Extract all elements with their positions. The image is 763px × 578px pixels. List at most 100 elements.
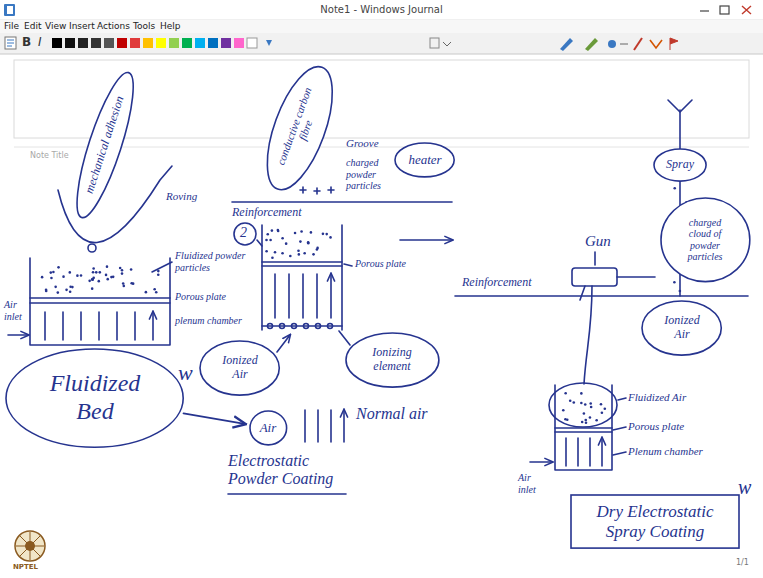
toolbar [7,40,14,46]
powder-particles [69,285,72,288]
circled-note: Air [249,410,288,446]
node-text-group: Ionizing element [363,346,421,374]
toolbar [143,38,153,48]
toolbar [620,44,628,45]
fluidized-bed-sketch [152,262,172,272]
nptel-logo [15,531,45,561]
powder-particles [45,290,48,293]
powder-particles [92,277,95,280]
powder-particles [266,233,269,236]
powder-particles [112,276,115,279]
toolbar [104,38,114,48]
node-text: Spray [666,158,694,172]
powder-particles [300,230,303,233]
powder-particles [80,274,83,277]
toolbar [634,38,642,50]
powder-particles [65,289,68,292]
powder-particles [95,271,98,274]
powder-particles [121,272,124,275]
spray-coating-sketch [566,438,602,466]
circled-note: Fluidized Bed [5,348,184,448]
node-text: Ionized Air [216,354,264,382]
toolbar [247,38,257,48]
circle-outline [250,411,287,445]
node-text: Air [260,421,277,436]
powder-particles [106,278,109,281]
circle-outline [654,149,706,181]
ui-text: Help [160,21,181,31]
circle-outline [6,349,183,447]
toolbar [430,38,439,48]
ui-text: View [45,21,66,31]
electrostatic-powder-sketch [277,335,290,352]
powder-particles [585,421,588,424]
toolbar [0,54,763,55]
toolbar [156,38,166,48]
toolbar [91,38,101,48]
handwritten-label: Reinforcement [232,206,302,220]
powder-particles [88,280,91,283]
handwritten-label: Porous plate [355,258,406,270]
powder-particles [274,251,277,254]
electrostatic-powder-sketch [316,324,321,329]
spray-coating-sketch [613,398,626,455]
circle-outline [661,198,750,282]
powder-particles [54,286,57,289]
handwritten-label: 2 [240,225,247,241]
powder-particles [92,267,95,270]
electrostatic-powder-sketch [232,201,452,203]
powder-particles [312,253,315,256]
powder-particles [600,403,603,406]
powder-particles [589,416,592,419]
title-bar [742,6,751,14]
handwritten-label: w [738,476,751,499]
toolbar [5,37,16,49]
toolbar [78,38,88,48]
powder-particles [99,271,102,274]
powder-particles [122,282,125,285]
powder-particles [299,240,302,243]
window-title: Note1 - Windows Journal [0,4,763,16]
electrostatic-powder-sketch [228,187,452,494]
fluidized-bed-sketch [8,334,28,336]
node-text-group: Spray [666,158,694,172]
powder-particles [69,291,72,294]
powder-particles [271,256,274,259]
powder-particles [57,266,60,269]
toolbar [266,40,272,46]
powder-particles [92,271,95,274]
circled-note: Ionized Air [641,300,722,356]
ui-text: Tools [133,21,155,31]
electrostatic-powder-sketch [262,262,342,266]
powder-particles [157,273,160,276]
electrostatic-powder-sketch [268,324,273,329]
powder-particles [145,291,148,294]
handwritten-label: Porous plate [175,291,226,303]
toolbar [195,38,205,48]
powder-particles [325,233,328,236]
powder-particles [673,281,676,284]
powder-particles [583,412,586,415]
powder-particles [303,252,306,255]
powder-particles [119,267,122,270]
menu-bar [0,20,763,33]
toolbar [169,38,179,48]
electrostatic-powder-sketch [304,324,309,329]
powder-particles [97,280,100,283]
powder-particles [322,233,325,236]
powder-particles [285,242,288,245]
title-bar [700,10,709,11]
fluidized-bed-sketch [58,166,172,243]
electrostatic-powder-sketch [300,187,334,194]
ui-text: File [4,21,19,31]
toolbar [0,33,763,54]
spray-coating-sketch [617,276,655,278]
powder-particles [316,247,319,250]
handwritten-label: Reinforcement [462,276,532,290]
powder-particles [590,406,593,409]
circle-outline [346,333,439,387]
powder-particles [564,392,567,395]
title-bar [0,0,763,20]
powder-particles [329,236,332,239]
node-text-group: Fluidized Bed [35,370,155,425]
